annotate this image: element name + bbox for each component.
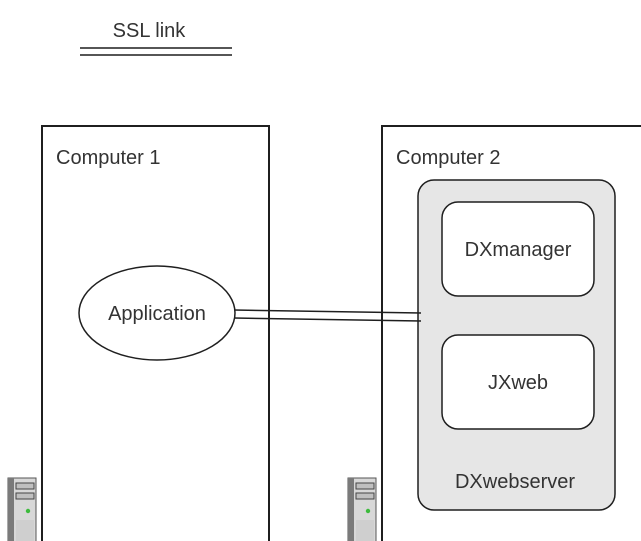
legend-label: SSL link	[113, 20, 187, 42]
server-tower-icon	[7, 477, 37, 541]
dxmanager-label: DXmanager	[465, 239, 572, 261]
dxmanager-box: DXmanager	[441, 201, 595, 297]
jxweb-label: JXweb	[488, 372, 548, 394]
server-tower-icon	[347, 477, 377, 541]
dxwebserver-label: DXwebserver	[455, 471, 575, 493]
application-node: Application	[78, 265, 236, 361]
jxweb-box: JXweb	[441, 334, 595, 430]
computer-1-label: Computer 1	[56, 147, 161, 169]
application-label: Application	[108, 303, 206, 325]
computer-2-label: Computer 2	[396, 147, 501, 169]
ssl-link-connector	[233, 309, 422, 322]
